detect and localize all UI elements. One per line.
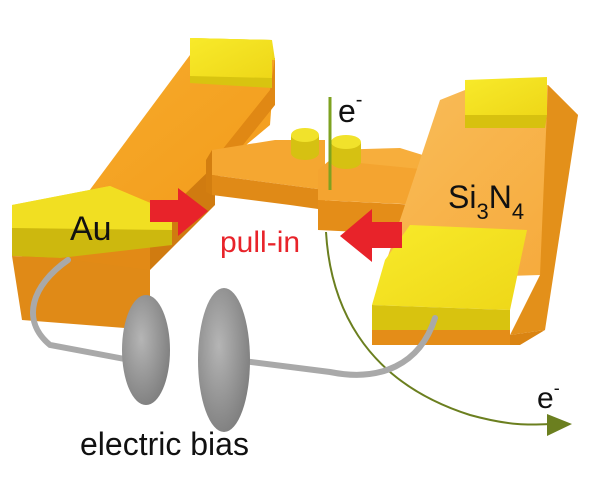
left-front-pad	[12, 186, 172, 330]
gold-dot-left	[291, 128, 319, 160]
label-pull-in: pull-in	[220, 226, 300, 259]
electron-top-e: e	[338, 93, 356, 129]
label-electron-top: e-	[338, 89, 362, 129]
gold-dot-right	[331, 135, 361, 169]
right-front-pad	[372, 225, 527, 330]
pull-in-arrow-left	[150, 188, 208, 236]
wire-right	[232, 315, 438, 378]
electron-bottom-sup: -	[554, 378, 560, 398]
label-si: Si	[448, 179, 476, 215]
label-sub-4: 4	[512, 199, 524, 224]
left-back-pad	[190, 38, 275, 88]
right-back-pad	[465, 77, 547, 128]
electron-path-curve	[325, 231, 551, 426]
label-n: N	[489, 179, 512, 215]
label-au: Au	[70, 210, 112, 248]
electron-arrow-head	[547, 414, 572, 436]
electron-beam	[325, 97, 572, 436]
capacitor-plate-left	[122, 295, 170, 405]
label-si3n4: Si3N4	[448, 179, 524, 224]
wire-left	[30, 257, 133, 363]
label-electron-bottom: e-	[537, 378, 560, 415]
electron-bottom-e: e	[537, 382, 554, 415]
pull-in-arrow-right	[340, 209, 402, 262]
label-electric-bias: electric bias	[80, 426, 249, 462]
electron-top-sup: -	[356, 89, 363, 111]
label-sub-3: 3	[476, 199, 488, 224]
capacitor-plate-right	[198, 288, 250, 432]
